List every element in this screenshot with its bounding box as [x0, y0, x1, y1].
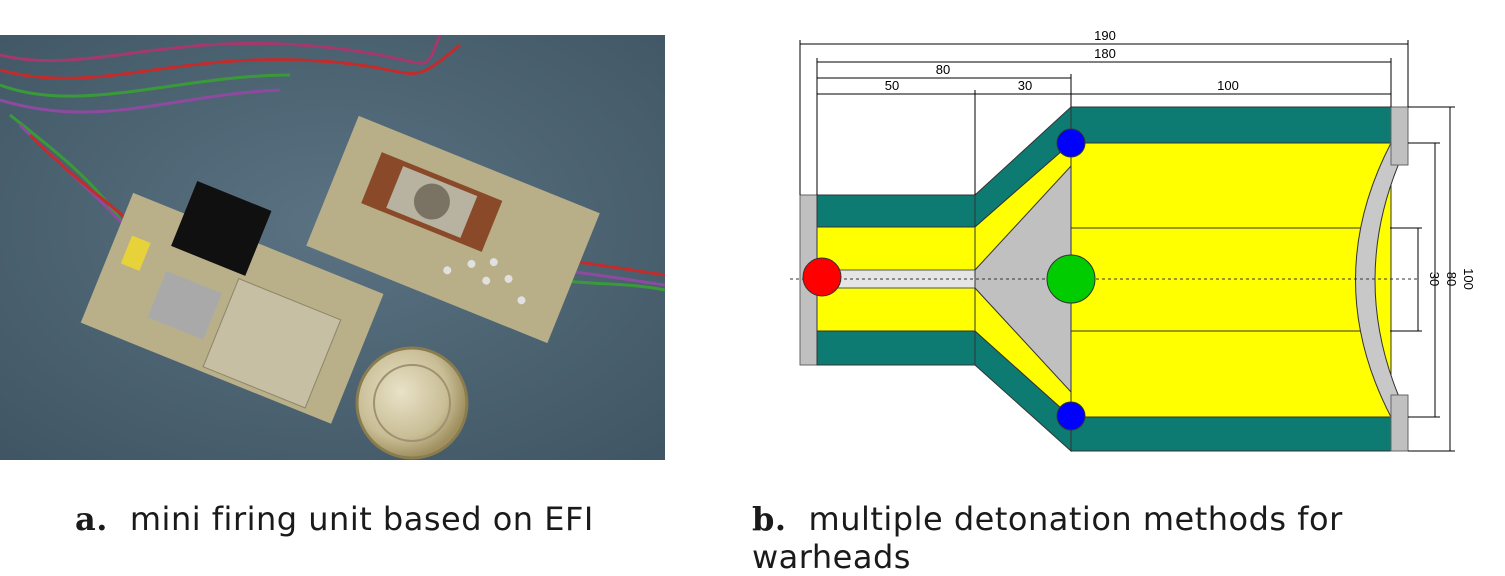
caption-b-letter: b. — [752, 500, 787, 538]
main-charge — [1070, 142, 1392, 418]
dim-30: 30 — [1018, 78, 1032, 93]
dim-50: 50 — [885, 78, 899, 93]
detonator-green — [1046, 254, 1096, 304]
dim-v80: 80 — [1444, 272, 1459, 286]
caption-a-letter: a. — [75, 500, 108, 538]
dim-180: 180 — [1094, 46, 1116, 61]
caption-a: a. mini firing unit based on EFI — [75, 500, 594, 538]
dimension-lines — [799, 40, 1455, 452]
detonator-red — [802, 257, 842, 297]
detonator-blue-bottom — [1056, 401, 1086, 431]
dim-80: 80 — [936, 62, 950, 77]
dim-100: 100 — [1217, 78, 1239, 93]
dim-v30: 30 — [1427, 272, 1442, 286]
firing-unit-board-right — [306, 115, 600, 344]
dim-190: 190 — [1094, 28, 1116, 43]
caption-b-text: multiple detonation methods for warheads — [752, 500, 1343, 576]
dim-v100: 100 — [1461, 268, 1476, 290]
firing-unit-board-left — [80, 181, 384, 424]
warhead-cross-section: 190 180 80 50 30 100 100 80 30 — [790, 28, 1476, 453]
caption-a-text: mini firing unit based on EFI — [129, 500, 594, 538]
caption-b: b.multiple detonation methods for warhea… — [752, 500, 1505, 576]
detonator-blue-top — [1056, 128, 1086, 158]
firing-unit-photo — [0, 35, 665, 460]
